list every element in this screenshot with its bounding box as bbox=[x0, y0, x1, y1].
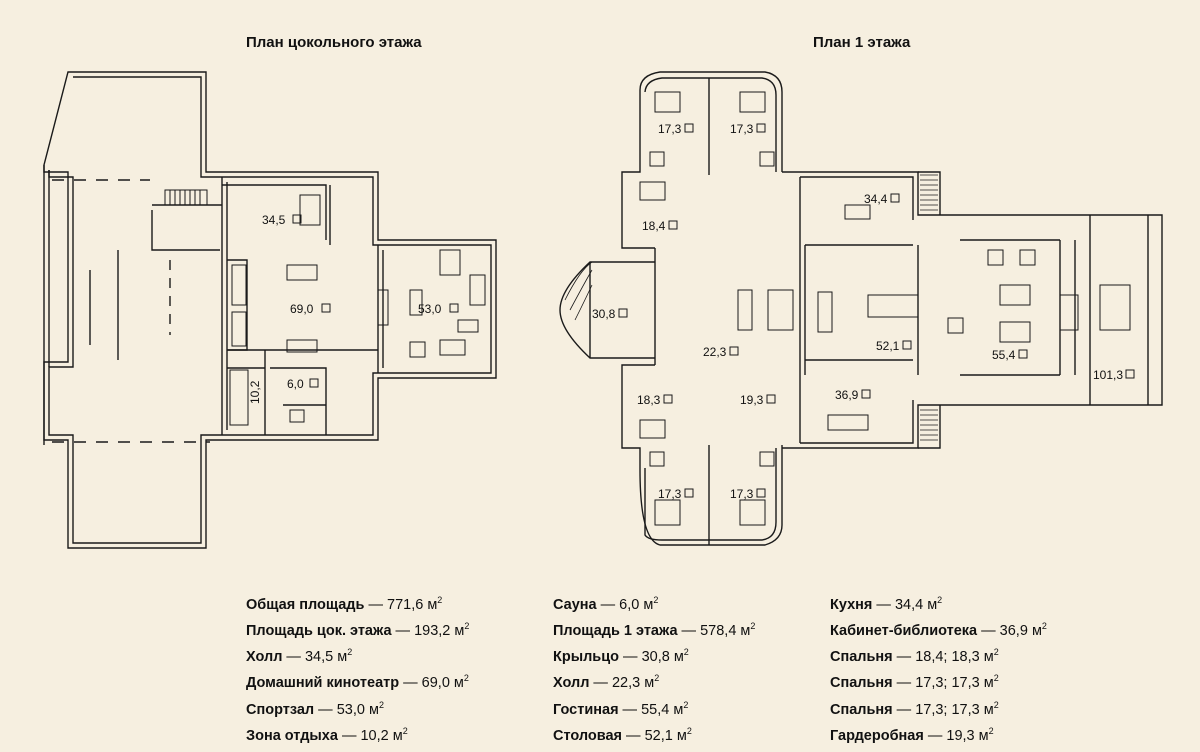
area-label-library: 36,9 bbox=[835, 388, 859, 402]
area-label-bedroom-2: 17,3 bbox=[730, 122, 754, 136]
area-markers bbox=[292, 214, 459, 388]
area-label-gym: 53,0 bbox=[418, 302, 442, 316]
area-label-bedroom-5: 17,3 bbox=[658, 487, 682, 501]
area-label-sauna: 6,0 bbox=[287, 377, 304, 391]
legend-row: Кухня — 34,4 м2 bbox=[830, 595, 943, 613]
area-label-hall: 22,3 bbox=[703, 345, 727, 359]
ground-furniture bbox=[639, 91, 1131, 526]
area-label-porch: 30,8 bbox=[592, 307, 616, 321]
legend-row: Площадь цок. этажа — 193,2 м2 bbox=[246, 621, 470, 639]
ground-floor-plan: 17,3 17,3 18,4 34,4 30,8 22,3 52,1 55,4 … bbox=[559, 71, 1163, 546]
legend-row: Гостиная — 55,4 м2 bbox=[553, 699, 689, 718]
basement-floor-plan: 34,5 69,0 53,0 6,0 10,2 bbox=[43, 71, 497, 549]
ground-plan-title: План 1 этажа bbox=[813, 34, 911, 51]
legend-row: Спальня — 17,3; 17,3 м2 bbox=[830, 673, 999, 692]
legend-row: Спортзал — 53,0 м2 bbox=[246, 699, 384, 718]
legend-row: Домашний кинотеатр — 69,0 м2 bbox=[246, 673, 469, 692]
ground-walls bbox=[559, 71, 1163, 546]
legend-row: Холл — 34,5 м2 bbox=[246, 647, 353, 666]
legend-row: Холл — 22,3 м2 bbox=[553, 673, 660, 692]
area-label-bedroom-1: 17,3 bbox=[658, 122, 682, 136]
area-label-bedroom-3: 18,4 bbox=[642, 219, 666, 233]
basement-stairs bbox=[164, 189, 208, 206]
legend-row: Гардеробная — 19,3 м2 bbox=[830, 725, 994, 744]
legend-row: Столовая — 52,1 м2 bbox=[553, 725, 692, 744]
area-label-dining: 52,1 bbox=[876, 339, 900, 353]
terrace-hatching bbox=[564, 174, 938, 441]
legend-row: Спальня — 18,4; 18,3 м2 bbox=[830, 647, 999, 666]
area-label-rest-zone: 10,2 bbox=[248, 380, 262, 404]
area-label-wardrobe: 19,3 bbox=[740, 393, 764, 407]
legend-row: Крыльцо — 30,8 м2 bbox=[553, 647, 689, 666]
basement-furniture bbox=[229, 194, 486, 426]
area-label-kitchen: 34,4 bbox=[864, 192, 888, 206]
legend-row: Зона отдыха — 10,2 м2 bbox=[246, 725, 408, 744]
legend-column-2: Сауна — 6,0 м2 Площадь 1 этажа — 578,4 м… bbox=[553, 590, 755, 747]
area-label-bedroom-4: 18,3 bbox=[637, 393, 661, 407]
area-label-bedroom-6: 17,3 bbox=[730, 487, 754, 501]
legend-row: Кабинет-библиотека — 36,9 м2 bbox=[830, 621, 1047, 639]
legend-row: Общая площадь — 771,6 м2 bbox=[246, 595, 443, 613]
legend-column-3: Кухня — 34,4 м2 Кабинет-библиотека — 36,… bbox=[830, 590, 1047, 747]
area-label-cinema: 69,0 bbox=[290, 302, 314, 316]
ground-area-markers bbox=[618, 123, 1135, 498]
basement-plan-title: План цокольного этажа bbox=[246, 34, 422, 51]
legend-row: Площадь 1 этажа — 578,4 м2 bbox=[553, 621, 756, 639]
legend-row: Спальня — 17,3; 17,3 м2 bbox=[830, 699, 999, 718]
area-label-hall: 34,5 bbox=[262, 213, 286, 227]
legend-row: Сауна — 6,0 м2 bbox=[553, 595, 659, 613]
legend-column-1: Общая площадь — 771,6 м2 Площадь цок. эт… bbox=[246, 590, 469, 747]
area-label-living: 55,4 bbox=[992, 348, 1016, 362]
area-label-terrace: 101,3 bbox=[1093, 368, 1123, 382]
